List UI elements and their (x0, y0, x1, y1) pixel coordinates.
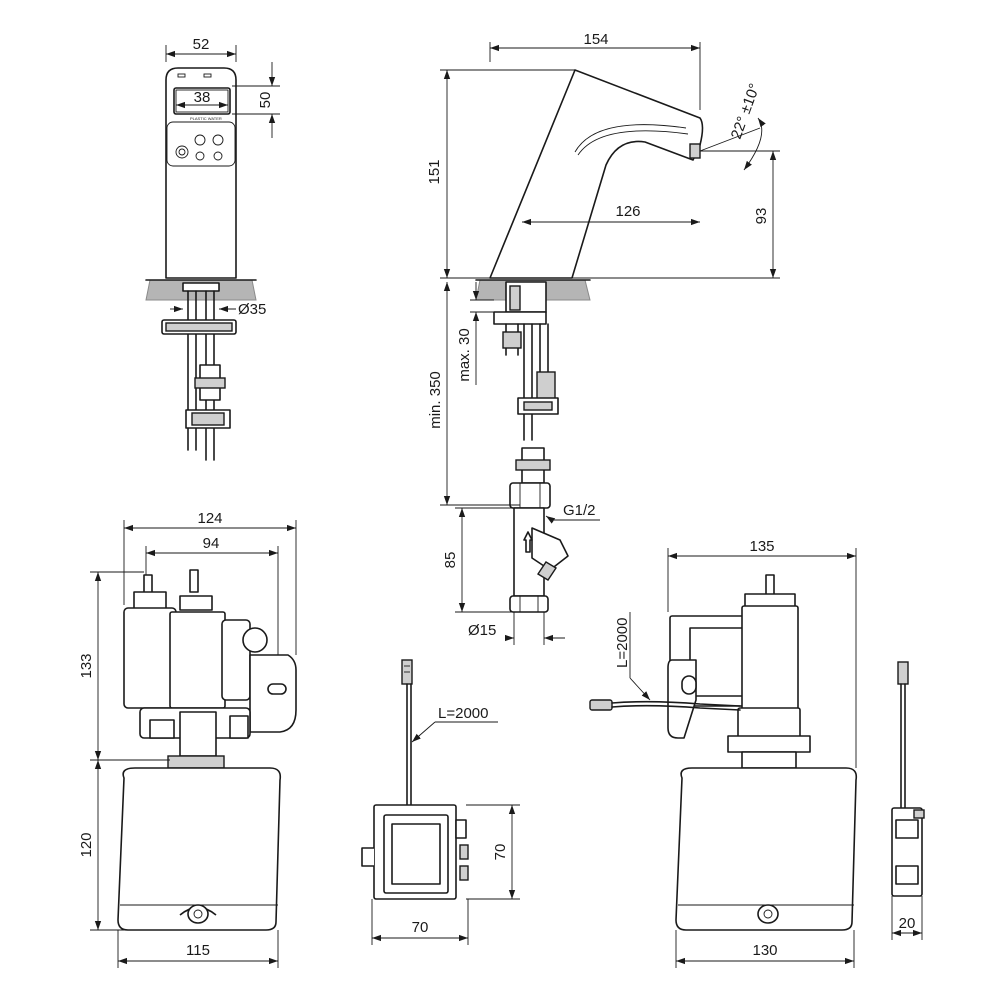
dim-label-15: Ø15 (468, 622, 496, 639)
dim-spout-length: 154 (489, 31, 701, 110)
valve-unit-side (589, 574, 858, 931)
dim-sensor-width: 70 (371, 899, 469, 945)
dim-sensor-cable: L=2000 (411, 705, 498, 743)
dim-label-50: 50 (257, 92, 274, 109)
dim-label-max-30: max. 30 (456, 328, 473, 381)
dim-display-height: 50 (232, 62, 280, 138)
dim-side-unit-bottom: 130 (675, 930, 855, 968)
dim-label-thread: G1/2 (563, 502, 596, 519)
dim-label-38: 38 (194, 89, 211, 106)
dim-spout-height: 151 (426, 69, 780, 279)
dim-label-35: Ø35 (238, 301, 266, 318)
dim-unit-height-top: 133 (78, 571, 170, 761)
dim-angle: 22° ±10° (699, 81, 766, 171)
dim-side-cable: L=2000 (614, 612, 651, 701)
dim-side-unit-width: 135 (667, 538, 857, 768)
dim-battery-depth: 20 (891, 896, 923, 940)
dim-label-124: 124 (197, 510, 222, 527)
battery-side (891, 661, 925, 897)
dim-label-sensor-70h: 70 (492, 844, 509, 861)
dim-label-133: 133 (78, 653, 95, 678)
dim-spout-reach: 126 (522, 203, 700, 226)
dim-filter-length: 85 (442, 507, 514, 613)
sensor-box (361, 659, 469, 900)
dim-unit-height-bottom: 120 (78, 760, 128, 931)
dim-display-width: 38 (176, 89, 228, 109)
dim-label-120: 120 (78, 832, 95, 857)
dim-unit-inner-width: 94 (145, 535, 279, 655)
faucet-front-view: PLASTIC WATER (145, 67, 257, 461)
dim-thread: G1/2 (545, 502, 600, 524)
dim-hose-diameter: Ø15 (468, 612, 565, 645)
dim-label-52: 52 (193, 36, 210, 53)
dim-outlet-height: 93 (700, 150, 780, 278)
dim-sensor-height: 70 (466, 804, 520, 900)
dim-label-154: 154 (583, 31, 608, 48)
dim-unit-width: 124 (123, 510, 297, 655)
dim-label-94: 94 (203, 535, 220, 552)
dim-label-side-l2000: L=2000 (614, 618, 631, 668)
dim-unit-bottom-width: 115 (117, 930, 279, 968)
faucet-side-view (475, 69, 704, 613)
dim-top-width: 52 (165, 36, 237, 62)
dim-inlet-diameter: Ø35 (170, 301, 266, 318)
dim-label-20: 20 (899, 915, 916, 932)
dim-label-126: 126 (615, 203, 640, 220)
valve-unit-front (117, 569, 297, 931)
dim-label-130: 130 (752, 942, 777, 959)
dim-label-85: 85 (442, 552, 459, 569)
dim-label-sensor-70w: 70 (412, 919, 429, 936)
display-text: PLASTIC WATER (190, 116, 222, 121)
dim-label-115: 115 (186, 942, 210, 959)
dim-label-min-350: min. 350 (427, 371, 444, 429)
dim-max-thickness: max. 30 (456, 282, 494, 385)
dim-label-93: 93 (753, 208, 770, 225)
dim-label-sensor-l2000: L=2000 (438, 705, 488, 722)
dim-label-151: 151 (426, 159, 443, 184)
dim-label-135: 135 (749, 538, 774, 555)
dim-min-length: min. 350 (427, 282, 520, 506)
dim-label-angle: 22° ±10° (728, 81, 764, 141)
